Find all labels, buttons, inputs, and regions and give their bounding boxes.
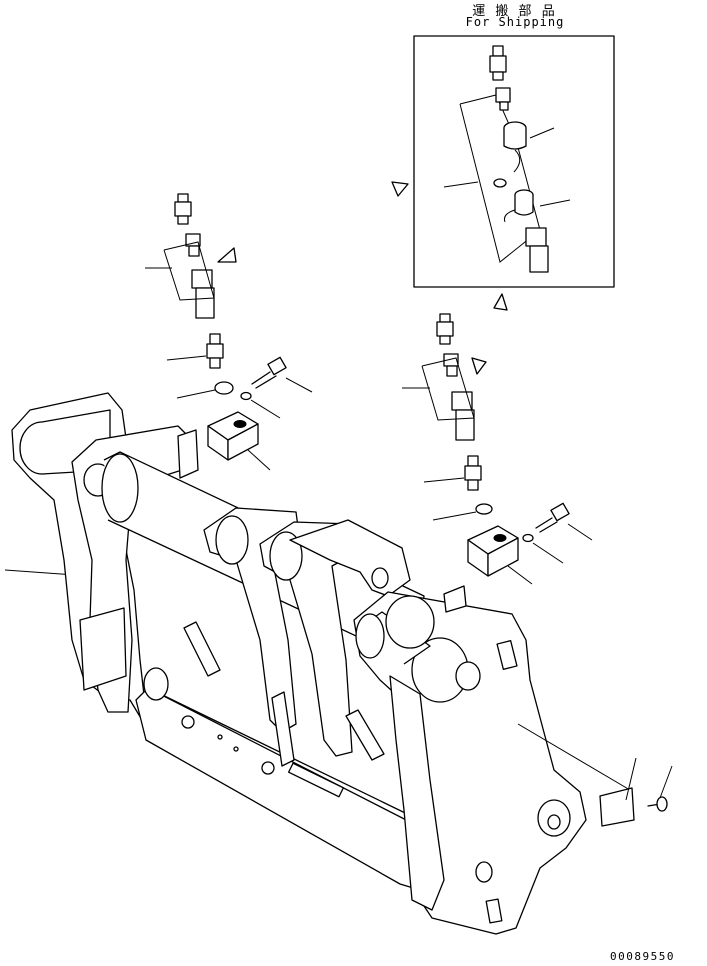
- shipping-fitting-3: [525, 227, 549, 273]
- shipping-fitting-1: [489, 45, 507, 81]
- right-washer: [522, 533, 534, 543]
- main-frame: [4, 392, 587, 935]
- right-bolt: [535, 502, 593, 541]
- left-fitting-stack: [145, 193, 313, 471]
- left-bolt: [251, 356, 313, 393]
- shipping-cap: [503, 121, 527, 173]
- drawing-number: 00089550: [610, 950, 675, 963]
- left-oring: [214, 381, 234, 395]
- shipping-plug: [504, 189, 534, 223]
- decal-screw: [647, 765, 673, 812]
- right-oring: [475, 503, 493, 515]
- left-washer: [240, 391, 252, 401]
- right-fitting-stack: [402, 313, 593, 585]
- decal-plate: [517, 723, 637, 827]
- transfer-arrow-right: [471, 293, 508, 375]
- shipping-fitting-2: [495, 87, 511, 111]
- transfer-arrow-upper: [217, 181, 409, 263]
- left-mount-block: [207, 411, 271, 471]
- shipping-oring: [493, 178, 507, 188]
- shipping-parts-box: [413, 35, 615, 288]
- shipping-title-japanese: 運 搬 部 品: [472, 4, 558, 19]
- right-mount-block: [467, 525, 533, 585]
- shipping-title-english: For Shipping: [465, 15, 565, 29]
